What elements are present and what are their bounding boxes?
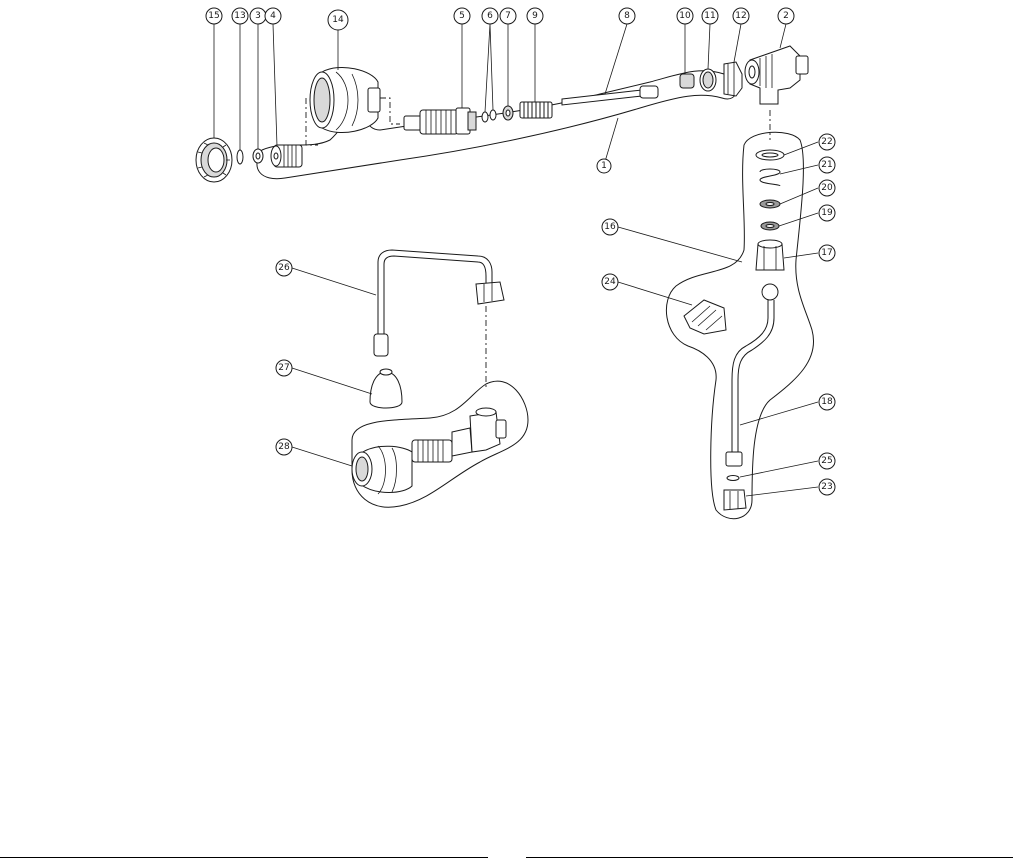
part-24-clip <box>683 299 727 335</box>
svg-text:19: 19 <box>821 208 833 218</box>
callout-27: 27 <box>275 359 293 377</box>
callout-6: 6 <box>481 7 499 25</box>
footer-rule-left <box>0 857 488 858</box>
callout-20: 20 <box>818 179 836 197</box>
svg-text:4: 4 <box>270 11 276 21</box>
part-28-assembled-valve <box>351 407 507 495</box>
callout-10: 10 <box>676 7 694 25</box>
svg-text:7: 7 <box>505 11 511 21</box>
svg-text:25: 25 <box>821 456 832 466</box>
callout-22: 22 <box>818 133 836 151</box>
part-3-seat <box>252 148 264 164</box>
callout-25: 25 <box>818 452 836 470</box>
callout-21: 21 <box>818 156 836 174</box>
svg-text:5: 5 <box>459 11 465 21</box>
part-13-washer <box>236 149 244 165</box>
callout-16: 16 <box>601 218 619 236</box>
svg-text:24: 24 <box>604 277 616 287</box>
svg-text:6: 6 <box>487 11 493 21</box>
callout-23: 23 <box>818 478 836 496</box>
callout-17: 17 <box>818 244 836 262</box>
callout-3: 3 <box>249 7 267 25</box>
callout-2: 2 <box>777 7 795 25</box>
part-19-washer <box>760 221 780 231</box>
callout-5: 5 <box>453 7 471 25</box>
callout-26: 26 <box>275 259 293 277</box>
callout-7: 7 <box>499 7 517 25</box>
part-23-nut <box>723 489 747 511</box>
svg-text:14: 14 <box>332 15 344 25</box>
svg-text:9: 9 <box>532 11 538 21</box>
part-20-washer <box>759 199 781 209</box>
svg-text:21: 21 <box>821 160 832 170</box>
part-8-rod <box>561 85 659 106</box>
svg-text:28: 28 <box>278 442 290 452</box>
svg-text:17: 17 <box>821 248 832 258</box>
part-4-threaded-insert <box>270 144 303 168</box>
svg-text:11: 11 <box>704 11 715 21</box>
svg-text:3: 3 <box>255 11 261 21</box>
svg-text:23: 23 <box>821 482 832 492</box>
callout-9: 9 <box>526 7 544 25</box>
leader-14-dash <box>305 97 400 146</box>
svg-text:27: 27 <box>278 363 289 373</box>
svg-text:10: 10 <box>679 11 691 21</box>
callout-1: 1 <box>596 158 612 174</box>
part-7-washer <box>502 105 514 121</box>
svg-text:12: 12 <box>735 11 746 21</box>
part-6-o-rings <box>481 109 497 123</box>
svg-text:16: 16 <box>604 222 616 232</box>
callout-13: 13 <box>231 7 249 25</box>
leader-lines <box>213 23 819 497</box>
callout-8: 8 <box>618 7 636 25</box>
assembly-16-outline <box>665 131 814 520</box>
part-ball-tip <box>761 283 779 301</box>
part-15-flange <box>195 137 233 183</box>
svg-text:13: 13 <box>234 11 245 21</box>
callout-18: 18 <box>818 393 836 411</box>
callout-28: 28 <box>275 438 293 456</box>
part-2-body <box>744 45 809 105</box>
part-27-cap <box>369 368 403 409</box>
part-10-bushing <box>679 73 695 89</box>
svg-text:15: 15 <box>208 11 219 21</box>
part-14-handle <box>309 66 381 134</box>
part-26-bent-pipe <box>373 249 505 357</box>
svg-text:1: 1 <box>601 161 607 171</box>
part-12-hex-nut <box>723 61 743 97</box>
part-5-stem <box>403 107 477 135</box>
callout-24: 24 <box>601 273 619 291</box>
callout-12: 12 <box>732 7 750 25</box>
assembly-28-outline <box>351 380 529 508</box>
callout-15: 15 <box>205 7 223 25</box>
svg-text:8: 8 <box>624 11 630 21</box>
svg-text:26: 26 <box>278 263 290 273</box>
svg-text:18: 18 <box>821 397 833 407</box>
callout-14: 14 <box>327 9 349 31</box>
svg-text:22: 22 <box>821 137 832 147</box>
callout-11: 11 <box>701 7 719 25</box>
svg-text:20: 20 <box>821 183 833 193</box>
part-25-o-ring <box>726 475 740 481</box>
part-22-gasket <box>755 149 785 161</box>
part-18-tube <box>725 300 775 467</box>
part-9-spring <box>519 101 553 119</box>
callout-19: 19 <box>818 204 836 222</box>
part-11-washer <box>699 68 717 92</box>
part-21-spring <box>759 168 781 187</box>
svg-text:2: 2 <box>783 11 789 21</box>
callout-4: 4 <box>264 7 282 25</box>
footer-rule-right <box>526 857 1013 858</box>
part-17-nut <box>755 239 785 271</box>
